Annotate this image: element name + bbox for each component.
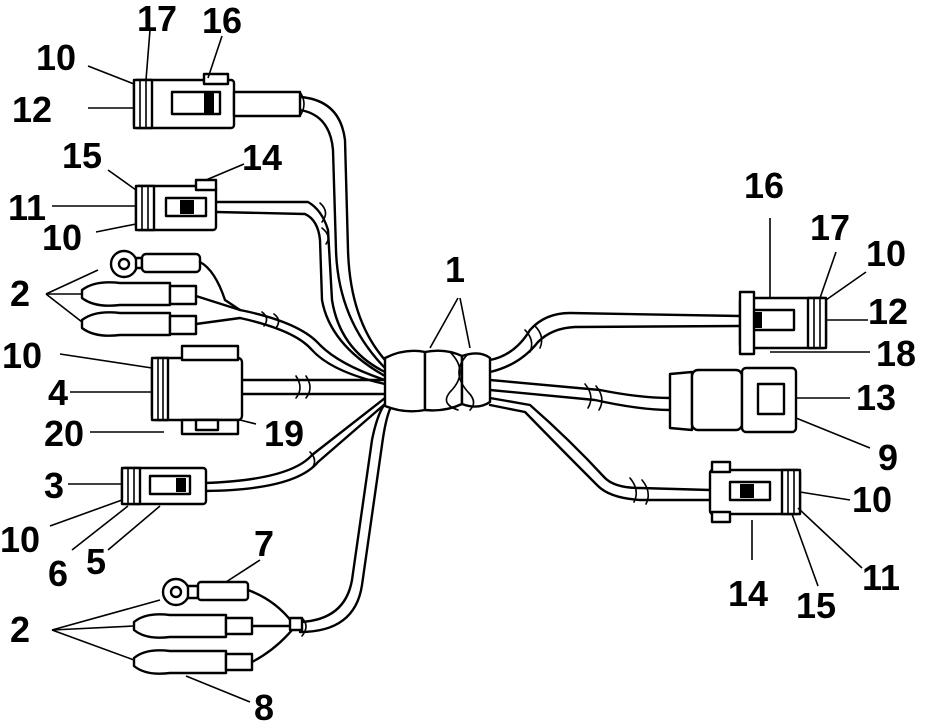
callout-10a: 10 [36, 37, 76, 78]
callout-8: 8 [254, 687, 274, 722]
callout-10c: 10 [2, 335, 42, 376]
callout-10d: 10 [0, 519, 40, 560]
callout-17b: 17 [810, 207, 850, 248]
callout-15b: 15 [796, 585, 836, 626]
leader-lines [45, 29, 871, 703]
callout-14b: 14 [728, 573, 768, 614]
callout-10e: 10 [866, 233, 906, 274]
connector-mid-left [134, 178, 218, 232]
callout-12a: 12 [12, 89, 52, 130]
callout-17a: 17 [137, 0, 177, 39]
harness-sheath [383, 349, 492, 413]
callout-11a: 11 [8, 187, 46, 228]
connector-right-upper [738, 290, 828, 356]
callout-4: 4 [48, 372, 68, 413]
callout-11b: 11 [862, 557, 900, 598]
callout-6: 6 [48, 553, 68, 594]
callout-7: 7 [254, 523, 274, 564]
callout-16a: 16 [202, 0, 242, 41]
callout-16b: 16 [744, 165, 784, 206]
callout-2a: 2 [10, 273, 30, 314]
connector-top-left [132, 72, 302, 130]
callout-5: 5 [86, 541, 106, 582]
terminal-group-upper [80, 249, 242, 337]
harness-wires [203, 95, 742, 634]
wire-break-marks [261, 91, 650, 637]
callout-20: 20 [44, 413, 84, 454]
callout-12b: 12 [868, 291, 908, 332]
callout-10b: 10 [42, 217, 82, 258]
callout-15a: 15 [62, 135, 102, 176]
main-connector [150, 344, 244, 436]
connector-right-middle [668, 366, 798, 434]
callout-14a: 14 [242, 137, 282, 178]
callout-18: 18 [876, 333, 916, 374]
callout-19: 19 [264, 413, 304, 454]
terminal-group-lower [132, 577, 304, 675]
callout-1: 1 [445, 249, 465, 290]
connector-right-lower [708, 460, 802, 524]
callout-2b: 2 [10, 609, 30, 650]
connector-3 [120, 466, 208, 506]
callout-3: 3 [44, 465, 64, 506]
callout-10f: 10 [852, 479, 892, 520]
callout-13: 13 [856, 377, 896, 418]
callout-9: 9 [878, 437, 898, 478]
